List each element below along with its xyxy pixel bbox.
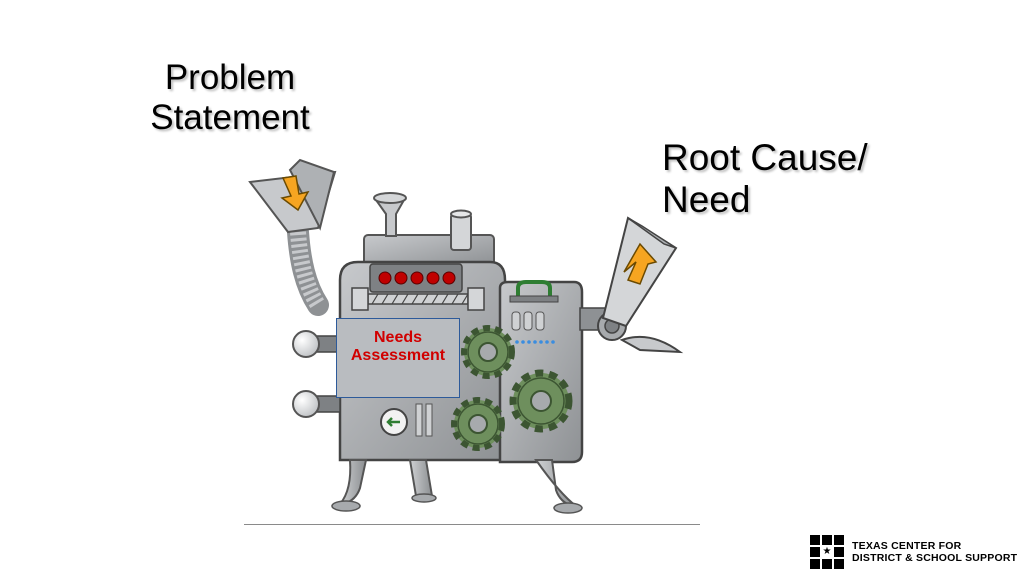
logo-mark-icon: ★ xyxy=(810,535,844,569)
organization-logo: ★ TEXAS CENTER FOR DISTRICT & SCHOOL SUP… xyxy=(810,535,1017,569)
vent-tubes xyxy=(511,311,545,331)
machine-legs xyxy=(331,459,583,514)
ground-line xyxy=(244,524,700,525)
output-label-line2: Need xyxy=(662,178,751,220)
output-label: Root Cause/ Need xyxy=(662,137,922,221)
gear-icon xyxy=(509,369,573,433)
blue-dots xyxy=(515,340,555,344)
input-arrow-icon xyxy=(280,175,310,212)
logo-line2: DISTRICT & SCHOOL SUPPORT xyxy=(852,552,1018,564)
input-label: Problem Statement xyxy=(120,58,340,137)
input-label-line2: Statement xyxy=(150,97,310,137)
bulbs xyxy=(292,330,341,418)
gears xyxy=(451,325,573,451)
bulb-icon xyxy=(292,390,320,418)
needs-assessment-panel: Needs Assessment xyxy=(336,318,460,398)
input-label-line1: Problem xyxy=(164,58,296,97)
gear-icon xyxy=(461,325,515,379)
machine-top xyxy=(363,192,495,266)
input-funnel xyxy=(248,158,337,316)
logo-line1: TEXAS CENTER FOR xyxy=(852,540,962,552)
output-arrow-icon xyxy=(623,242,658,285)
bulb-icon xyxy=(292,330,320,358)
machine-label-line1: Needs xyxy=(373,329,423,346)
output-funnel xyxy=(579,216,684,354)
machine-label-line2: Assessment xyxy=(350,347,446,365)
output-label-line1: Root Cause/ xyxy=(662,137,868,178)
indicator-lights xyxy=(378,271,456,285)
logo-text: TEXAS CENTER FOR DISTRICT & SCHOOL SUPPO… xyxy=(852,540,1017,564)
gear-icon xyxy=(451,397,505,451)
handle-icon xyxy=(516,280,552,298)
